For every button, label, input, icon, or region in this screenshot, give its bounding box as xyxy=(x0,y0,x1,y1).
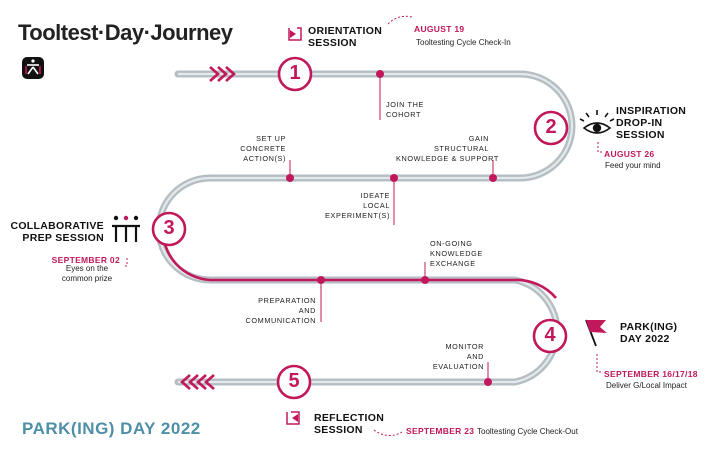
exit-door-icon xyxy=(286,411,300,425)
people-table-icon xyxy=(112,215,140,242)
stage-date: AUGUST 26 xyxy=(604,149,655,159)
connector-2 xyxy=(597,142,602,153)
stage-circles xyxy=(151,56,569,400)
stage-number: 2 xyxy=(545,116,557,138)
stage-subtitle: Tooltesting Cycle Check-Out xyxy=(477,427,578,436)
tooltest-logo-icon xyxy=(22,57,44,79)
activity-marker xyxy=(484,378,492,386)
activity-marker xyxy=(317,276,325,284)
stage-number: 3 xyxy=(163,217,175,239)
enter-door-icon xyxy=(288,27,302,41)
stage-date: SEPTEMBER 02 xyxy=(51,255,120,265)
page-title: Tooltest·Day·Journey xyxy=(18,20,233,45)
stage-number: 5 xyxy=(288,370,300,392)
stage-number: 1 xyxy=(289,62,301,84)
stage-subtitle: Deliver G/Local Impact xyxy=(606,381,687,390)
stage-date: SEPTEMBER 16/17/18 xyxy=(604,369,698,379)
stage-subtitle: Tooltesting Cycle Check-In xyxy=(416,38,511,47)
eye-icon xyxy=(579,110,615,134)
track-outline xyxy=(155,70,576,386)
activity-marker xyxy=(376,70,384,78)
event-title: PARK(ING) DAY 2022 xyxy=(22,419,201,438)
end-arrows-icon xyxy=(180,374,215,390)
connector-3 xyxy=(124,258,128,267)
connector-4 xyxy=(596,354,602,373)
activity-marker xyxy=(489,174,497,182)
start-arrows-icon xyxy=(209,66,236,82)
activity-marker xyxy=(286,174,294,182)
stage-number: 4 xyxy=(544,324,556,346)
stage-subtitle: Feed your mind xyxy=(605,161,661,170)
connector-1 xyxy=(387,15,413,25)
track-core xyxy=(157,72,574,384)
stage-date: SEPTEMBER 23 xyxy=(406,426,475,436)
flag-icon xyxy=(585,319,607,347)
track-highlight xyxy=(161,228,557,299)
activity-marker xyxy=(390,174,398,182)
stage-date: AUGUST 19 xyxy=(414,24,465,34)
activity-marker xyxy=(421,276,429,284)
stage-heading: PARK(ING)DAY 2022 xyxy=(620,321,678,345)
